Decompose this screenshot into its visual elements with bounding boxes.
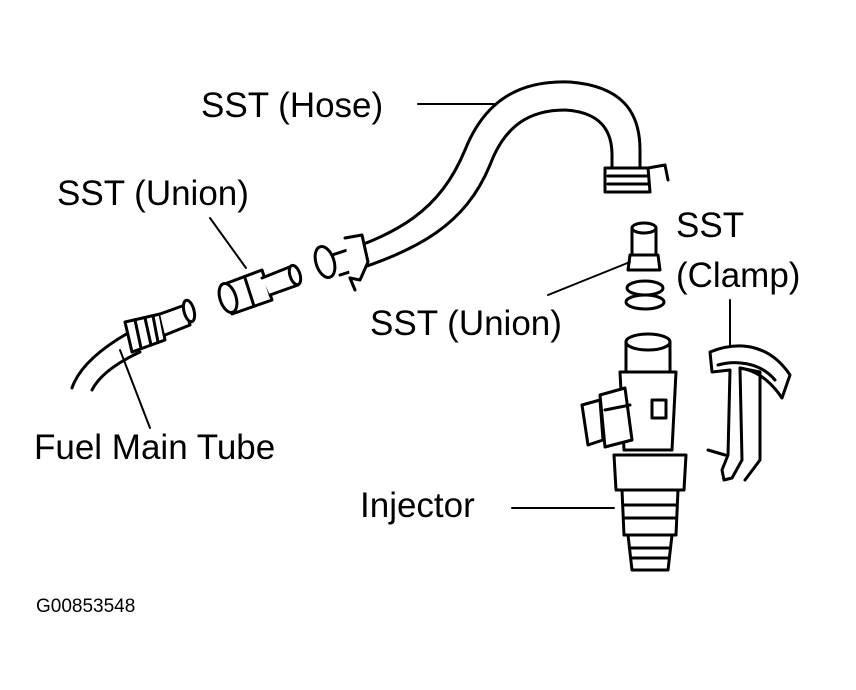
- sst-clamp: [706, 344, 792, 482]
- label-clamp: (Clamp): [676, 256, 801, 295]
- label-sst-union-top: SST (Union): [57, 174, 249, 213]
- leader-union-top: [209, 217, 247, 269]
- label-sst: SST: [676, 206, 745, 245]
- label-sst-union-mid: SST (Union): [370, 304, 562, 343]
- sst-union-left: [217, 263, 303, 316]
- leader-lines: [119, 103, 731, 509]
- sst-union-vertical: [624, 221, 666, 311]
- leader-fuel-tube: [119, 349, 151, 429]
- figure-code: G00853548: [36, 596, 136, 617]
- injector: [580, 332, 688, 572]
- label-sst-hose: SST (Hose): [201, 86, 384, 125]
- leader-union-mid: [547, 261, 631, 296]
- sst-hose: [313, 80, 670, 292]
- label-injector: Injector: [360, 486, 475, 525]
- fuel-main-tube: [70, 298, 197, 392]
- label-fuel-main-tube: Fuel Main Tube: [34, 428, 276, 467]
